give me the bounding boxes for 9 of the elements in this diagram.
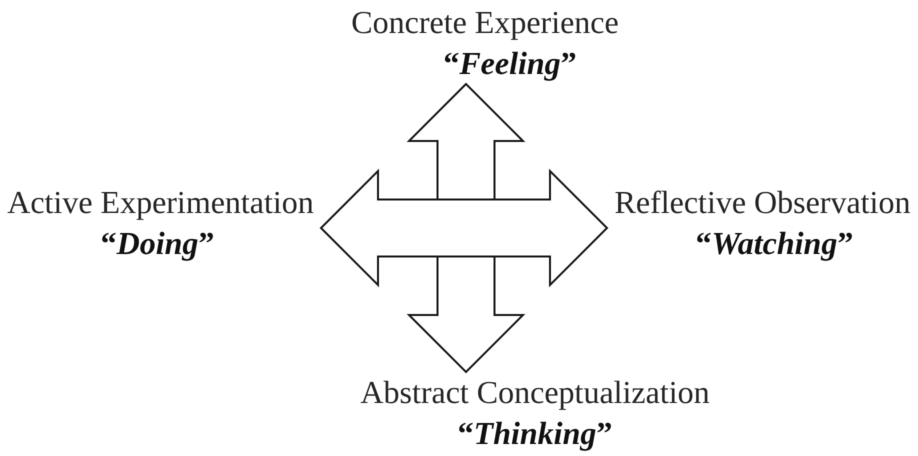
stage-keyword: “Watching” — [696, 224, 854, 263]
stage-keyword: “Feeling” — [443, 44, 577, 83]
stage-title: Reflective Observation — [614, 183, 910, 222]
stage-keyword: “Doing” — [100, 224, 214, 263]
stage-title: Active Experimentation — [7, 183, 314, 222]
stage-keyword: “Thinking” — [458, 414, 612, 453]
stage-title: Abstract Conceptualization — [360, 373, 710, 412]
double-block-arrow — [320, 168, 608, 288]
stage-title: Concrete Experience — [351, 3, 619, 42]
